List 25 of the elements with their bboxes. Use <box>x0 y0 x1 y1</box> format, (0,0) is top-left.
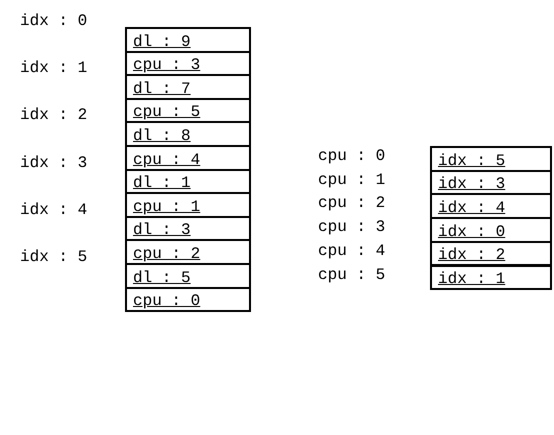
index-label: idx : 0 <box>20 12 88 30</box>
memory-cell: cpu : 4 <box>125 145 251 171</box>
memory-cell: dl : 7 <box>125 74 251 100</box>
memory-cell: idx : 1 <box>430 264 552 290</box>
index-label: idx : 5 <box>20 248 88 266</box>
memory-cell: idx : 4 <box>430 193 552 220</box>
memory-cell: dl : 5 <box>125 263 251 289</box>
memory-cell: cpu : 2 <box>125 239 251 265</box>
index-label: cpu : 2 <box>318 194 386 212</box>
index-label: cpu : 5 <box>318 266 386 284</box>
memory-cell: dl : 9 <box>125 27 251 53</box>
memory-cell: idx : 5 <box>430 146 552 172</box>
memory-cell: idx : 0 <box>430 217 552 243</box>
index-label: cpu : 0 <box>318 147 386 165</box>
memory-cell: dl : 8 <box>125 121 251 147</box>
index-label: cpu : 3 <box>318 218 386 236</box>
memory-cell: cpu : 1 <box>125 192 251 218</box>
index-label: idx : 2 <box>20 106 88 124</box>
memory-cell: idx : 2 <box>430 240 552 266</box>
index-label: idx : 3 <box>20 154 88 172</box>
index-label: idx : 1 <box>20 59 88 78</box>
index-label: cpu : 4 <box>318 242 386 260</box>
index-label: idx : 4 <box>20 200 88 219</box>
memory-cell: cpu : 0 <box>125 286 251 312</box>
index-label: cpu : 1 <box>318 170 386 189</box>
